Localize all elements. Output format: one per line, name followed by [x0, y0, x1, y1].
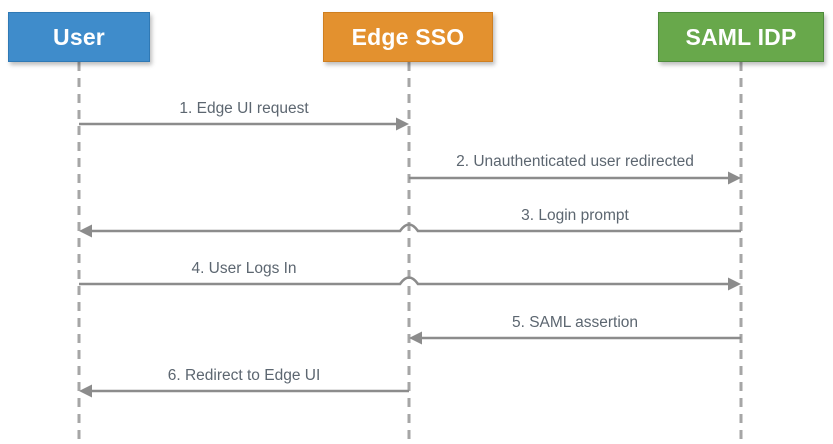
actor-box-saml-idp[interactable]: SAML IDP — [658, 12, 824, 62]
messages-layer — [79, 117, 741, 398]
lifelines-layer — [77, 62, 743, 444]
actor-label-saml-idp: SAML IDP — [685, 23, 797, 50]
message-line-4 — [79, 276, 728, 286]
message-label-2: 2. Unauthenticated user redirected — [456, 153, 694, 170]
actor-label-edge-sso: Edge SSO — [351, 23, 465, 50]
message-arrowhead-4 — [728, 277, 741, 291]
message-arrowhead-1 — [396, 117, 409, 131]
message-label-4: 4. User Logs In — [191, 260, 297, 277]
message-label-5: 5. SAML assertion — [511, 314, 639, 331]
message-label-1: 1. Edge UI request — [179, 100, 309, 117]
message-arrowhead-3 — [79, 224, 92, 238]
actor-label-user: User — [53, 23, 105, 50]
actor-box-edge-sso[interactable]: Edge SSO — [323, 12, 493, 62]
actor-box-user[interactable]: User — [8, 12, 150, 62]
message-label-3: 3. Login prompt — [521, 207, 629, 224]
message-label-6: 6. Redirect to Edge UI — [167, 367, 321, 384]
message-arrowhead-5 — [409, 331, 422, 345]
message-arrowhead-2 — [728, 171, 741, 185]
message-arrowhead-6 — [79, 384, 92, 398]
message-line-3 — [92, 223, 741, 233]
